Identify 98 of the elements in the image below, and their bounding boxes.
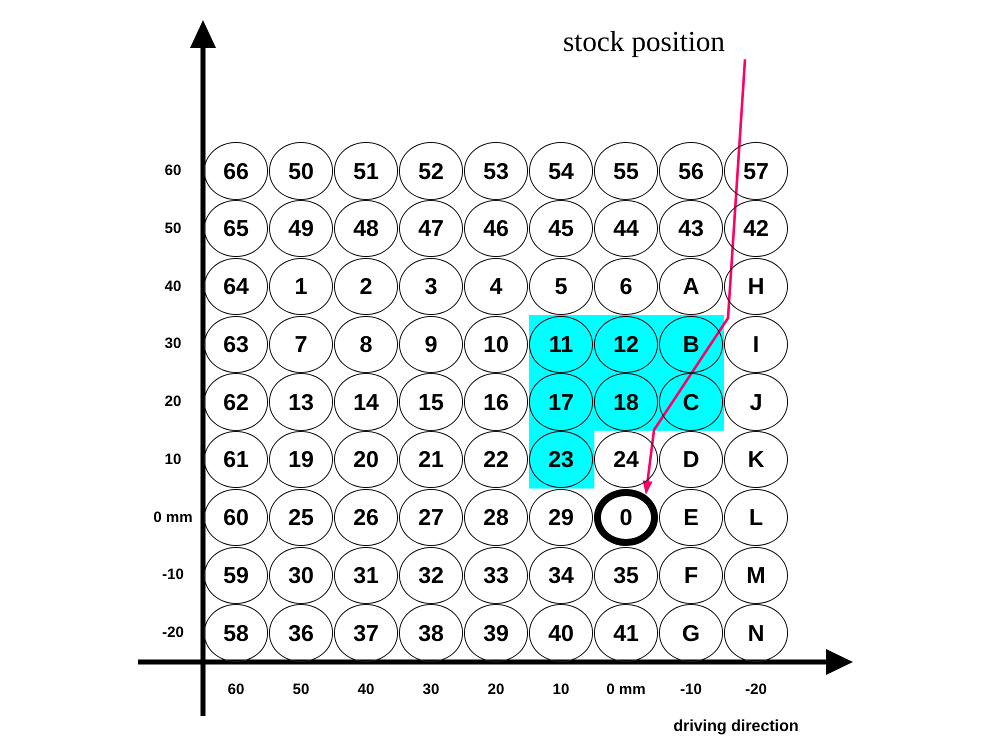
position-circle: 10 <box>464 316 528 373</box>
position-circle: 63 <box>204 316 268 373</box>
position-circle: 44 <box>594 200 658 258</box>
position-circle: C <box>658 373 724 431</box>
position-circle: H <box>724 258 788 316</box>
position-circle: 54 <box>528 142 594 200</box>
position-circle: 46 <box>464 200 528 258</box>
tick-label: 20 <box>488 682 504 698</box>
position-circle: 25 <box>268 488 334 546</box>
position-circle: 38 <box>398 604 464 662</box>
position-circle: M <box>724 546 788 604</box>
position-circle: 32 <box>398 546 464 604</box>
position-circle: 15 <box>398 373 464 431</box>
tick-label: 40 <box>358 682 374 698</box>
position-circle: 64 <box>204 258 268 316</box>
position-circle: 55 <box>594 142 658 200</box>
position-circle: 53 <box>464 142 528 200</box>
position-circle: 43 <box>658 200 724 258</box>
position-circle: 14 <box>334 373 398 431</box>
position-circle: 17 <box>528 373 594 431</box>
tick-label: 60 <box>228 682 244 698</box>
position-circle: 57 <box>724 142 788 200</box>
position-circle: 27 <box>398 488 464 546</box>
tick-label: 50 <box>292 682 310 698</box>
position-circle: N <box>724 604 788 662</box>
position-circle: 58 <box>204 604 268 662</box>
tick-label: 30 <box>164 336 182 352</box>
position-circle: 37 <box>334 604 398 662</box>
position-circle: 13 <box>268 373 334 431</box>
tick-label: 20 <box>164 394 182 410</box>
position-circle: 49 <box>268 200 334 258</box>
position-circle: E <box>658 488 724 546</box>
highlight-region <box>528 315 724 489</box>
position-circle: 20 <box>334 431 398 488</box>
position-circle: 22 <box>464 431 528 488</box>
tick-label: 40 <box>164 278 182 295</box>
position-circle: 29 <box>528 488 594 546</box>
position-circle: 21 <box>398 431 464 488</box>
position-circle: 28 <box>464 488 528 546</box>
position-circle: B <box>658 316 724 373</box>
tick-label: 50 <box>164 220 182 237</box>
tick-label: 30 <box>422 682 440 698</box>
position-circle: L <box>724 488 788 546</box>
position-circle: 40 <box>528 604 594 662</box>
tick-label: 60 <box>164 162 182 180</box>
position-circle: 2 <box>334 258 398 316</box>
tick-label: -10 <box>680 682 702 698</box>
position-circle: 60 <box>204 488 268 546</box>
position-circle: 45 <box>528 200 594 258</box>
position-circle: 51 <box>334 142 398 200</box>
position-circle: 61 <box>204 431 268 488</box>
position-circle: 31 <box>334 546 398 604</box>
axis-title: driving direction <box>673 718 799 736</box>
tick-label: 0 mm <box>153 509 193 526</box>
position-circle: 12 <box>594 316 658 373</box>
position-circle: 23 <box>528 431 594 488</box>
position-circle: 3 <box>398 258 464 316</box>
position-circle: 33 <box>464 546 528 604</box>
position-circle: 0 <box>594 488 658 546</box>
position-circle: F <box>658 546 724 604</box>
tick-label: -20 <box>745 682 767 698</box>
position-circle: K <box>724 431 788 488</box>
position-circle: 66 <box>204 142 268 200</box>
position-circle: 19 <box>268 431 334 488</box>
position-circle: 16 <box>464 373 528 431</box>
tick-label: 0 mm <box>606 682 646 698</box>
position-circle: 7 <box>268 316 334 373</box>
leader-arrow <box>642 59 746 495</box>
position-circle: 18 <box>594 373 658 431</box>
position-circle: 42 <box>724 200 788 258</box>
position-circle: 39 <box>464 604 528 662</box>
position-circle: 50 <box>268 142 334 200</box>
position-circle: 48 <box>334 200 398 258</box>
position-circle: 59 <box>204 546 268 604</box>
position-circle: 65 <box>204 200 268 258</box>
position-circle: J <box>724 373 788 431</box>
position-circle: I <box>724 316 788 373</box>
tick-label: 10 <box>552 682 570 698</box>
position-circle: 26 <box>334 488 398 546</box>
tick-label: -10 <box>162 567 184 584</box>
position-circle: 47 <box>398 200 464 258</box>
position-circle: 8 <box>334 316 398 373</box>
position-circle: 9 <box>398 316 464 373</box>
callout-label: stock position <box>563 26 725 60</box>
position-circle: 4 <box>464 258 528 316</box>
position-circle: 52 <box>398 142 464 200</box>
tick-label: -20 <box>162 624 184 642</box>
position-circle: 35 <box>594 546 658 604</box>
position-circle: 1 <box>268 258 334 316</box>
tick-label: 10 <box>164 452 182 468</box>
position-circle: 11 <box>528 316 594 373</box>
position-circle: 30 <box>268 546 334 604</box>
position-circle: 41 <box>594 604 658 662</box>
position-circle: 36 <box>268 604 334 662</box>
position-circle: 62 <box>204 373 268 431</box>
position-circle: 56 <box>658 142 724 200</box>
position-circle: 34 <box>528 546 594 604</box>
position-circle: G <box>658 604 724 662</box>
